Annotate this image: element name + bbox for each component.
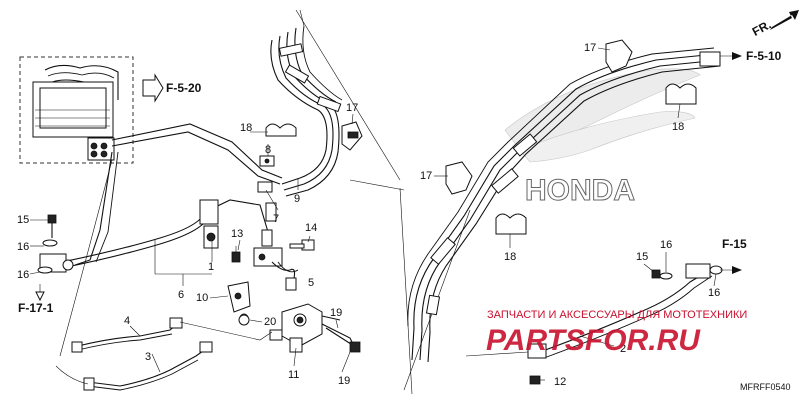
diagram-code: MFRFF0540 [740, 382, 791, 392]
ref-label-f510: F-5-10 [746, 49, 782, 63]
ref-arrow-abs [142, 73, 164, 103]
callout-13: 13 [231, 228, 243, 240]
callout-2: 2 [620, 343, 626, 355]
callout-19-lower: 19 [338, 375, 350, 387]
ref-arrow-f17 [35, 291, 45, 302]
callout-16-left-a: 16 [17, 241, 29, 253]
ref-label-abs: F-5-20 [166, 81, 202, 95]
callout-18-upper-right: 18 [672, 121, 684, 133]
callout-16-left-b: 16 [17, 269, 29, 281]
callout-7: 7 [273, 213, 279, 225]
callout-18-top: 18 [240, 122, 252, 134]
brake-hose-1 [39, 199, 283, 273]
callout-15-left: 15 [17, 214, 29, 226]
callout-17-upper-right: 17 [584, 42, 596, 54]
ref-arrow-f15 [732, 266, 742, 274]
pipe-bundle-9 [270, 9, 401, 197]
callout-6: 6 [178, 289, 184, 301]
brake-hose-2 [465, 263, 723, 359]
brand-logo-text: HONDA [525, 174, 635, 207]
abs-brake-pipes [74, 123, 283, 266]
ref-label-f17: F-17-1 [18, 301, 54, 315]
bolt-15-left [37, 214, 58, 274]
watermark-site: PARTSFOR.RU [486, 324, 701, 357]
joint-block-11 [269, 303, 355, 353]
pipe-bundle-right [349, 47, 721, 395]
abs-modulator-outline [19, 56, 134, 164]
brake-pipe-3 [55, 341, 213, 391]
abs-modulator-unit [32, 64, 119, 161]
svg-text:FR.: FR. [750, 17, 774, 38]
clip-17-mid [445, 161, 473, 195]
ref-arrow-f510 [732, 52, 742, 60]
honda-wing-logo [504, 68, 701, 163]
callout-12: 12 [554, 376, 566, 388]
callout-19-upper: 19 [330, 307, 342, 319]
bolt-12 [529, 375, 541, 385]
bolt-14 [289, 239, 315, 251]
callout-9: 9 [294, 193, 300, 205]
callout-10: 10 [196, 292, 208, 304]
front-direction-arrow: FR. [750, 10, 799, 39]
bolt-19 [325, 327, 361, 353]
callout-4: 4 [124, 315, 130, 327]
callout-1: 1 [208, 261, 214, 273]
callout-17-mid: 17 [420, 170, 432, 182]
callout-labels: 1 2 3 4 5 6 7 8 9 10 11 12 13 14 15 16 1… [17, 42, 720, 388]
abs-modulator-group: F-5-20 [19, 56, 202, 164]
clip-18-upper-right [665, 83, 697, 105]
callout-17-top: 17 [346, 102, 358, 114]
callout-11: 11 [288, 369, 299, 381]
callout-16-right-a: 16 [660, 239, 672, 251]
bolt-13 [231, 246, 241, 263]
washer-20 [238, 314, 250, 326]
leader-lines [29, 47, 717, 381]
clip-17-top [341, 121, 363, 151]
callout-15-right: 15 [636, 251, 648, 263]
callout-5: 5 [308, 277, 314, 289]
brake-hose-5 [271, 261, 299, 291]
bolt-15-right [651, 269, 661, 279]
callout-18-mid: 18 [504, 251, 516, 263]
callout-14: 14 [305, 222, 317, 234]
clip-18-mid [495, 213, 527, 235]
clip-17-upper-right [605, 39, 633, 73]
clamp-7 [257, 181, 273, 193]
callout-16-right-b: 16 [708, 287, 720, 299]
watermark-caption: ЗАПЧАСТИ И АКСЕССУАРЫ ДЛЯ МОТОТЕХНИКИ [487, 309, 747, 321]
pipe-guide-line [59, 159, 113, 357]
callout-20: 20 [264, 316, 276, 328]
callout-3: 3 [145, 351, 151, 363]
clip-18-top [265, 123, 297, 137]
bolt-8 [259, 155, 275, 167]
ref-label-f15: F-15 [722, 237, 747, 251]
